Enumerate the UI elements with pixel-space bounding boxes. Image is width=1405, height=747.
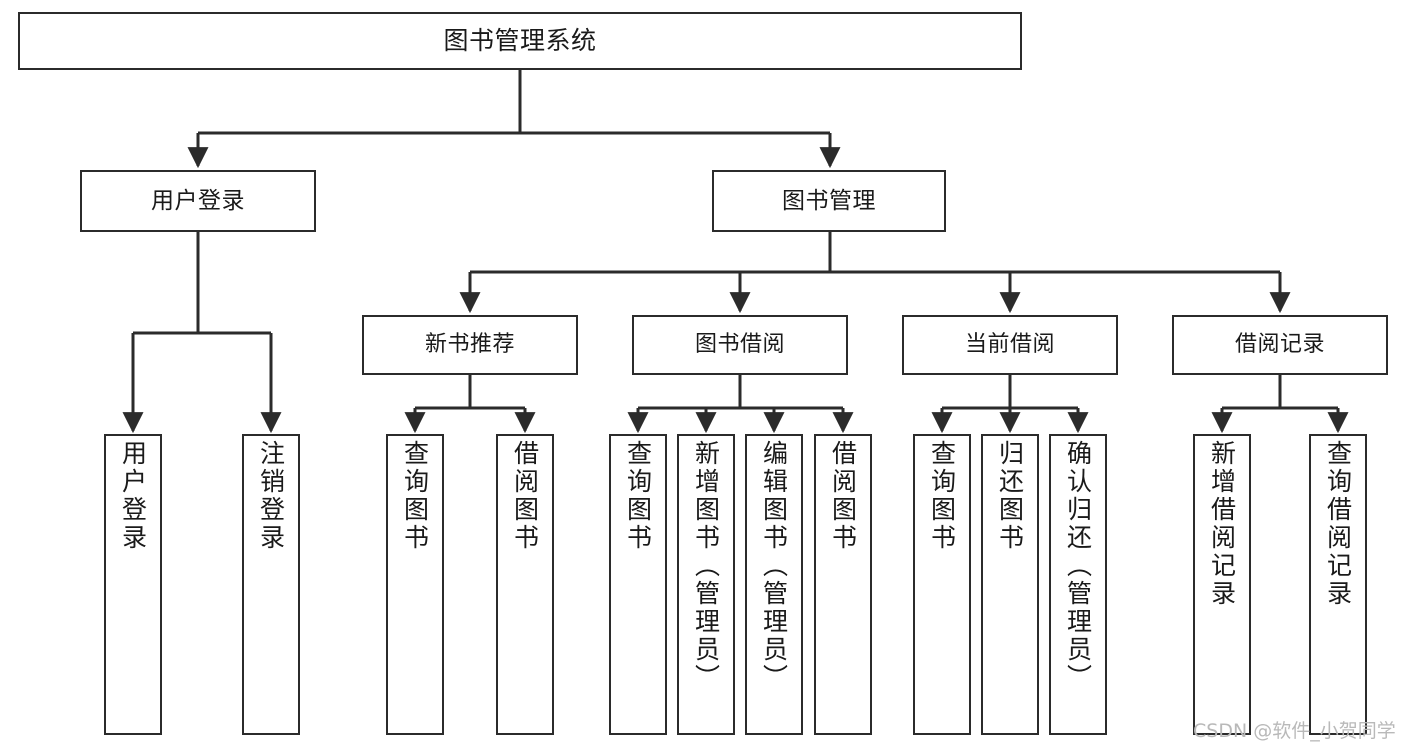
leaf-borrow-record-query-label: 查询借阅记录 [1323, 440, 1353, 608]
leaf-borrow-record-query[interactable]: 查询借阅记录 [1309, 434, 1367, 735]
node-current-borrow-label: 当前借阅 [964, 332, 1055, 358]
leaf-user-login-logout-label: 注销登录 [256, 440, 286, 552]
node-root-label: 图书管理系统 [443, 25, 597, 55]
leaf-current-borrow-return[interactable]: 归还图书 [981, 434, 1039, 735]
leaf-book-borrow-borrow-label: 借阅图书 [828, 440, 858, 552]
node-book-borrow-label: 图书借阅 [694, 332, 785, 358]
leaf-book-borrow-edit[interactable]: 编辑图书（管理员） [745, 434, 803, 735]
leaf-user-login-login-label: 用户登录 [118, 440, 148, 552]
leaf-current-borrow-query[interactable]: 查询图书 [913, 434, 971, 735]
leaf-book-borrow-add[interactable]: 新增图书（管理员） [677, 434, 735, 735]
leaf-new-book-borrow[interactable]: 借阅图书 [496, 434, 554, 735]
leaf-user-login-login[interactable]: 用户登录 [104, 434, 162, 735]
leaf-book-borrow-borrow[interactable]: 借阅图书 [814, 434, 872, 735]
node-book-management-label: 图书管理 [782, 187, 876, 214]
node-new-book-recommend[interactable]: 新书推荐 [362, 315, 578, 375]
leaf-borrow-record-add-label: 新增借阅记录 [1207, 440, 1237, 608]
node-current-borrow[interactable]: 当前借阅 [902, 315, 1118, 375]
node-user-login-label: 用户登录 [151, 187, 245, 214]
node-borrow-record[interactable]: 借阅记录 [1172, 315, 1388, 375]
leaf-user-login-logout[interactable]: 注销登录 [242, 434, 300, 735]
leaf-new-book-borrow-label: 借阅图书 [510, 440, 540, 552]
leaf-book-borrow-query[interactable]: 查询图书 [609, 434, 667, 735]
node-new-book-recommend-label: 新书推荐 [424, 332, 515, 358]
leaf-book-borrow-query-label: 查询图书 [623, 440, 653, 552]
leaf-book-borrow-add-label: 新增图书（管理员） [691, 440, 721, 692]
leaf-new-book-query-label: 查询图书 [400, 440, 430, 552]
leaf-current-borrow-confirm-return-label: 确认归还（管理员） [1063, 440, 1093, 692]
leaf-new-book-query[interactable]: 查询图书 [386, 434, 444, 735]
node-user-login[interactable]: 用户登录 [80, 170, 316, 232]
node-root-book-management-system[interactable]: 图书管理系统 [18, 12, 1022, 70]
leaf-book-borrow-edit-label: 编辑图书（管理员） [759, 440, 789, 692]
node-book-borrow[interactable]: 图书借阅 [632, 315, 848, 375]
leaf-current-borrow-query-label: 查询图书 [927, 440, 957, 552]
leaf-current-borrow-confirm-return[interactable]: 确认归还（管理员） [1049, 434, 1107, 735]
node-borrow-record-label: 借阅记录 [1234, 332, 1325, 358]
leaf-borrow-record-add[interactable]: 新增借阅记录 [1193, 434, 1251, 735]
leaf-current-borrow-return-label: 归还图书 [995, 440, 1025, 552]
node-book-management[interactable]: 图书管理 [712, 170, 946, 232]
